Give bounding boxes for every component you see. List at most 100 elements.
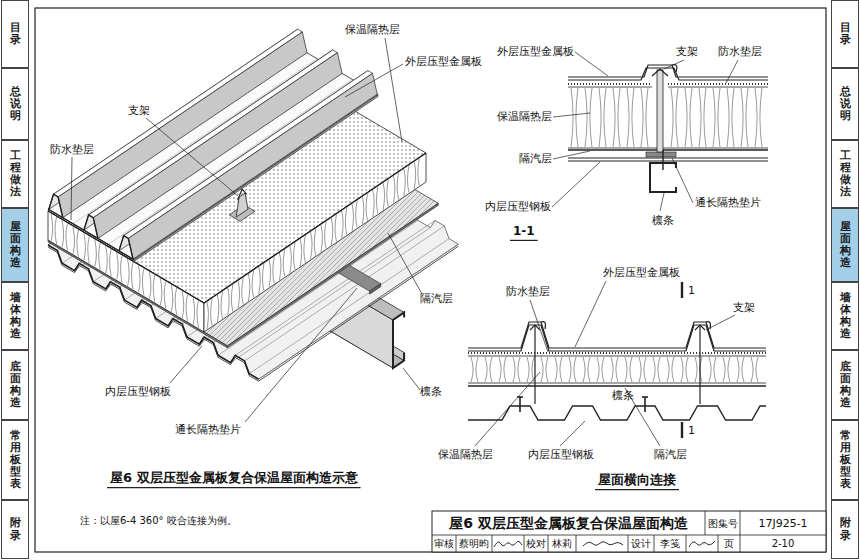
insulation-cell (300, 239, 301, 266)
insulation-cell (653, 357, 655, 382)
purlin-section (393, 313, 404, 369)
insulation-edge (568, 148, 768, 149)
insulation-cell (217, 295, 218, 322)
outer-metal-sheet (468, 322, 766, 348)
insulation-cell (197, 301, 199, 328)
insulation-cell (699, 88, 701, 147)
insulation-cell (376, 187, 377, 214)
insulation-cell (273, 257, 274, 284)
insulation-cell (639, 357, 641, 382)
insulation-edge (668, 87, 768, 88)
insulation-cell (571, 88, 573, 147)
insulation-cell (164, 281, 166, 308)
insulation-cell (182, 291, 184, 318)
note: 注：以屋6-4 360° 咬合连接为例。 (80, 515, 237, 527)
insulation-cell (283, 250, 284, 277)
insulation-cell (732, 88, 734, 147)
part-label: 檩条 (652, 214, 674, 227)
insulation-cell (504, 357, 506, 382)
title-block-rule (740, 511, 741, 535)
section-title: 1-1 (513, 224, 535, 238)
tab-label: 总说明 (840, 86, 851, 122)
tab-label: 附录 (840, 517, 851, 541)
insulation-cell (583, 357, 585, 382)
bracket (657, 70, 663, 152)
insulation-cell (756, 357, 758, 382)
vapour-barrier (468, 385, 766, 387)
part-label: 檩条 (612, 389, 634, 402)
part-label: 支架 (733, 301, 755, 314)
title-block-rule (548, 535, 549, 552)
drawing-frame (35, 8, 826, 552)
insulation-cell (404, 169, 405, 196)
waterproof-layer (568, 83, 652, 85)
part-label: 支架 (676, 45, 698, 58)
insulation-cell (99, 243, 101, 270)
insulation-cell (513, 357, 515, 382)
insulation-cell (686, 357, 688, 382)
lateral-connection (468, 282, 766, 438)
insulation-cell (755, 88, 757, 147)
insulation-cell (618, 88, 620, 147)
part-label: 防水垫层 (506, 285, 550, 298)
insulation-cell (321, 225, 322, 252)
thermal-spacer-strip (370, 284, 381, 295)
insulation-cell (373, 190, 374, 217)
tab-label: 目录 (10, 22, 21, 46)
insulation-cell (231, 285, 232, 312)
signature (689, 541, 715, 547)
insulation-cell (499, 357, 501, 382)
leader-line (575, 52, 608, 76)
insulation-cell (625, 357, 627, 382)
roof-isometric (48, 29, 458, 381)
title-block-rule (740, 535, 741, 552)
tab-label: 附录 (10, 517, 21, 541)
outer-metal-sheet (468, 325, 766, 351)
leader-line (553, 113, 590, 117)
section-1-1 (568, 65, 768, 192)
insulation-cell (604, 88, 606, 147)
insulation-edge (468, 356, 766, 357)
insulation-cell (175, 288, 177, 315)
part-label: 保温隔热层 (345, 23, 400, 36)
insulation-cell (613, 88, 615, 147)
drawing-title: 屋6 双层压型金属板复合保温屋面构造 (449, 515, 688, 532)
insulation-cell (704, 88, 706, 147)
insulation-cell (576, 88, 578, 147)
screw (644, 397, 646, 412)
title-block-rule (628, 535, 629, 552)
insulation-cell (602, 357, 604, 382)
insulation-cell (546, 357, 548, 382)
insulation-cell (590, 88, 592, 147)
insulation-cell (414, 162, 415, 189)
part-label: 内层压型钢板 (485, 200, 551, 213)
leader-line (672, 158, 693, 203)
part-label: 外层压型金属板 (603, 266, 680, 279)
figure-caption: 屋面横向连接 (598, 472, 676, 488)
caption-underlines (107, 240, 679, 489)
signature (583, 542, 623, 546)
leader-line (660, 193, 664, 211)
insulation-cell (55, 217, 57, 244)
insulation-cell (681, 357, 683, 382)
insulation-cell (658, 357, 660, 382)
section-mark (681, 422, 683, 438)
insulation-cell (418, 159, 419, 186)
insulation-cell (311, 232, 312, 259)
caption-underline (595, 489, 679, 490)
nav-tab: 目录 (831, 0, 859, 68)
nav-tab: 墙体构造 (831, 282, 859, 350)
insulation-cell (397, 173, 398, 200)
table-cell: 林莉 (552, 538, 572, 550)
leader-line (146, 118, 238, 196)
insulation-cell (77, 230, 79, 257)
insulation-cell (641, 88, 643, 147)
outer-metal-sheet (568, 65, 768, 77)
insulation-cell (131, 262, 133, 289)
waterproof-layer (468, 352, 766, 354)
title-block-rule (576, 535, 577, 552)
insulation-cell (713, 88, 715, 147)
part-label: 防水垫层 (50, 143, 94, 156)
insulation-cell (106, 246, 108, 273)
insulation-cell (259, 267, 260, 294)
